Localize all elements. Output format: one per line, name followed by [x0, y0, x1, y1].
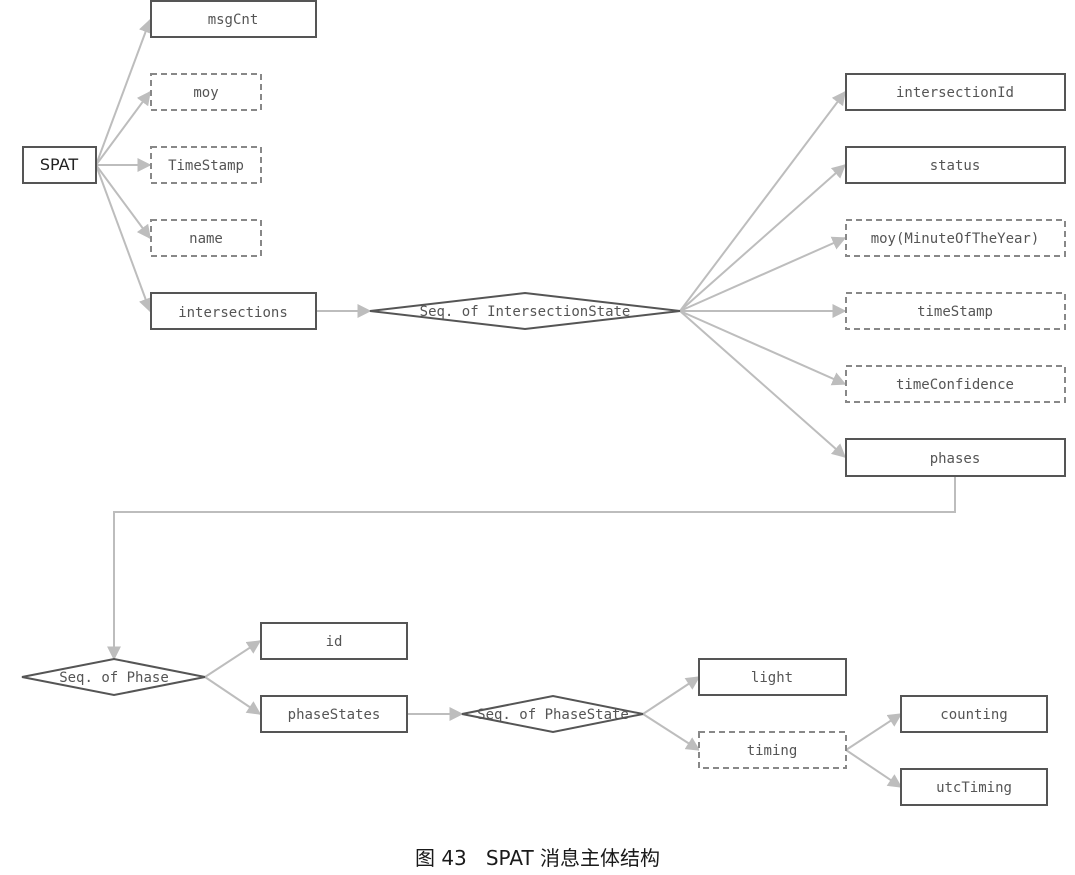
node-msgcnt: msgCnt — [150, 0, 317, 38]
node-moy: moy — [150, 73, 262, 111]
node-label: intersectionId — [896, 85, 1014, 101]
edge-seqphase-id — [204, 640, 262, 678]
node-intersections: intersections — [150, 292, 317, 330]
node-label: timing — [747, 743, 798, 759]
edge-seqphase-phasestates — [204, 676, 262, 715]
node-phases: phases — [845, 438, 1066, 477]
node-seq-phase: Seq. of Phase — [21, 657, 206, 697]
edge-seqphasestate-timing — [642, 713, 701, 751]
node-name: name — [150, 219, 262, 257]
node-label: status — [930, 158, 981, 174]
node-label: TimeStamp — [168, 158, 244, 174]
node-label: moy — [193, 85, 218, 101]
node-label: Seq. of IntersectionState — [420, 304, 631, 320]
edge-timing-counting — [845, 713, 903, 751]
spat-structure-diagram: SPAT msgCnt moy TimeStamp name intersect… — [21, 0, 1066, 806]
node-intersectionid: intersectionId — [845, 73, 1066, 111]
node-id: id — [260, 622, 408, 660]
node-phasestates: phaseStates — [260, 695, 408, 733]
node-counting: counting — [900, 695, 1048, 733]
node-moy-minute: moy(MinuteOfTheYear) — [845, 219, 1066, 257]
edge-spat-name — [95, 164, 151, 240]
node-label: light — [751, 670, 793, 686]
node-label: timeStamp — [917, 304, 993, 320]
node-light: light — [698, 658, 847, 696]
node-utctiming: utcTiming — [900, 768, 1048, 806]
edge-seq-status — [679, 164, 847, 312]
connectors — [95, 18, 956, 788]
node-timestamp: TimeStamp — [150, 146, 262, 184]
node-label: intersections — [178, 305, 288, 321]
node-seq-phasestate: Seq. of PhaseState — [461, 694, 644, 734]
node-seq-intersectionstate: Seq. of IntersectionState — [369, 291, 681, 331]
edge-spat-msgcnt — [95, 18, 153, 166]
edge-spat-intersections — [95, 164, 153, 313]
figure-caption: 图 43 SPAT 消息主体结构 — [414, 846, 661, 870]
node-label: SPAT — [40, 155, 78, 174]
node-spat: SPAT — [22, 146, 97, 184]
node-timeconfidence: timeConfidence — [845, 365, 1066, 403]
node-label: name — [189, 231, 223, 247]
node-label: msgCnt — [208, 12, 259, 28]
edge-seq-moy — [679, 236, 847, 312]
edge-spat-moy — [95, 90, 151, 166]
edge-seq-timeconfidence — [679, 310, 847, 386]
edge-seq-phases — [679, 310, 847, 458]
node-label: id — [326, 634, 343, 650]
node-label: utcTiming — [936, 780, 1012, 796]
node-label: Seq. of PhaseState — [477, 707, 629, 723]
node-label: moy(MinuteOfTheYear) — [871, 231, 1040, 247]
node-label: phaseStates — [288, 707, 381, 723]
node-label: Seq. of Phase — [59, 670, 169, 686]
edge-timing-utctiming — [845, 749, 903, 788]
edge-phases-seqphase — [107, 476, 956, 661]
node-label: phases — [930, 451, 981, 467]
node-status: status — [845, 146, 1066, 184]
edge-seqphasestate-light — [642, 676, 701, 715]
node-timing: timing — [698, 731, 847, 769]
node-label: timeConfidence — [896, 377, 1014, 393]
edge-seq-intersectionid — [679, 90, 846, 312]
node-timestamp-lower: timeStamp — [845, 292, 1066, 330]
node-label: counting — [940, 707, 1007, 723]
